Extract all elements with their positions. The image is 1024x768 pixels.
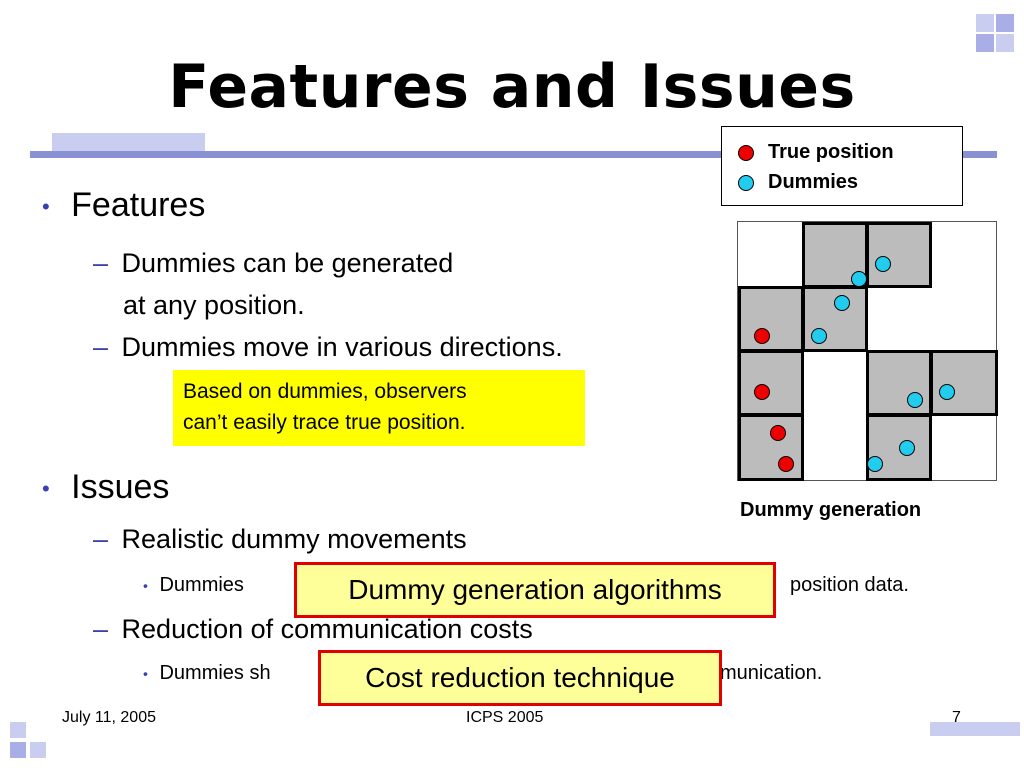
issues-sub-2-detail: • Dummies sh bbox=[143, 662, 271, 685]
decor-square bbox=[10, 722, 26, 738]
dummy-dot bbox=[867, 456, 883, 472]
legend-true-position-label: True position bbox=[768, 141, 894, 163]
cost-highlight-text: Cost reduction technique bbox=[365, 662, 675, 693]
dummy-dot bbox=[851, 271, 867, 287]
bullet-features: • Features bbox=[42, 186, 205, 225]
bullet-issues: • Issues bbox=[42, 468, 169, 507]
issues-sub-1: – Realistic dummy movements bbox=[93, 524, 467, 555]
decor-square bbox=[930, 722, 1020, 736]
algorithms-highlight-text: Dummy generation algorithms bbox=[348, 574, 722, 605]
issues-sub-1-detail-start: Dummies bbox=[159, 574, 244, 596]
footer-event: ICPS 2005 bbox=[466, 709, 544, 726]
features-item-2-text: Dummies move in various directions. bbox=[121, 332, 563, 362]
slide-title: Features and Issues bbox=[168, 52, 856, 122]
features-item-1: – Dummies can be generated at any positi… bbox=[93, 242, 453, 326]
callout-line2: can’t easily trace true position. bbox=[183, 411, 466, 434]
grid-cell bbox=[930, 350, 998, 416]
issues-sub-2-detail-end: munication. bbox=[720, 662, 823, 684]
figure-caption: Dummy generation bbox=[740, 499, 922, 521]
features-item-1-line2: at any position. bbox=[123, 290, 305, 320]
issues-heading: Issues bbox=[71, 468, 170, 506]
grid-cell bbox=[738, 414, 804, 481]
grid-cell bbox=[866, 222, 932, 288]
bullet-dot-icon: • bbox=[143, 577, 148, 594]
dummy-dot bbox=[907, 392, 923, 408]
true-position-dot bbox=[770, 425, 786, 441]
issues-sub-2: – Reduction of communication costs bbox=[93, 614, 533, 645]
dummy-dot bbox=[834, 295, 850, 311]
true-position-dot bbox=[778, 456, 794, 472]
features-heading: Features bbox=[71, 186, 206, 224]
grid-cell bbox=[738, 350, 804, 416]
legend-true-position: True position bbox=[738, 141, 894, 164]
dash-icon: – bbox=[93, 524, 109, 554]
red-dot-icon bbox=[738, 144, 754, 161]
true-position-dot bbox=[754, 328, 770, 344]
dash-icon: – bbox=[93, 248, 109, 278]
dash-icon: – bbox=[93, 614, 109, 644]
algorithms-highlight-box: Dummy generation algorithms bbox=[294, 562, 776, 618]
decor-square bbox=[996, 34, 1014, 52]
dummy-dot bbox=[811, 328, 827, 344]
dummy-dot bbox=[899, 440, 915, 456]
title-rule-accent bbox=[52, 133, 205, 153]
cost-highlight-box: Cost reduction technique bbox=[318, 650, 722, 706]
legend: True position Dummies bbox=[721, 126, 963, 206]
grid-cell bbox=[738, 286, 804, 352]
legend-dummies: Dummies bbox=[738, 171, 858, 194]
dash-icon: – bbox=[93, 332, 109, 362]
footer-page-number: 7 bbox=[952, 709, 961, 726]
footer-date: July 11, 2005 bbox=[62, 709, 156, 726]
title-rule bbox=[30, 151, 997, 158]
issues-sub-2-text: Reduction of communication costs bbox=[121, 614, 533, 644]
features-item-2: – Dummies move in various directions. bbox=[93, 332, 563, 363]
callout-line1: Based on dummies, observers bbox=[183, 380, 467, 403]
decor-square bbox=[996, 14, 1014, 32]
bullet-dot-icon: • bbox=[42, 476, 50, 502]
cyan-dot-icon bbox=[738, 174, 754, 191]
callout-box: Based on dummies, observers can’t easily… bbox=[173, 370, 585, 446]
decor-square bbox=[976, 34, 994, 52]
legend-dummies-label: Dummies bbox=[768, 171, 859, 193]
issues-sub-1-detail: • Dummies bbox=[143, 574, 244, 597]
decor-square bbox=[10, 742, 26, 758]
issues-sub-1-detail-end: position data. bbox=[790, 574, 909, 596]
issues-sub-1-text: Realistic dummy movements bbox=[121, 524, 467, 554]
features-item-1-line1: Dummies can be generated bbox=[121, 248, 454, 278]
dummy-grid bbox=[737, 221, 998, 481]
bullet-dot-icon: • bbox=[42, 194, 50, 220]
grid-cell bbox=[866, 350, 932, 416]
grid-cell bbox=[802, 286, 868, 352]
dummy-dot bbox=[875, 256, 891, 272]
dummy-dot bbox=[939, 384, 955, 400]
issues-sub-2-detail-start: Dummies sh bbox=[159, 662, 271, 684]
decor-square bbox=[30, 742, 46, 758]
decor-square bbox=[976, 14, 994, 32]
bullet-dot-icon: • bbox=[143, 665, 148, 682]
true-position-dot bbox=[754, 384, 770, 400]
